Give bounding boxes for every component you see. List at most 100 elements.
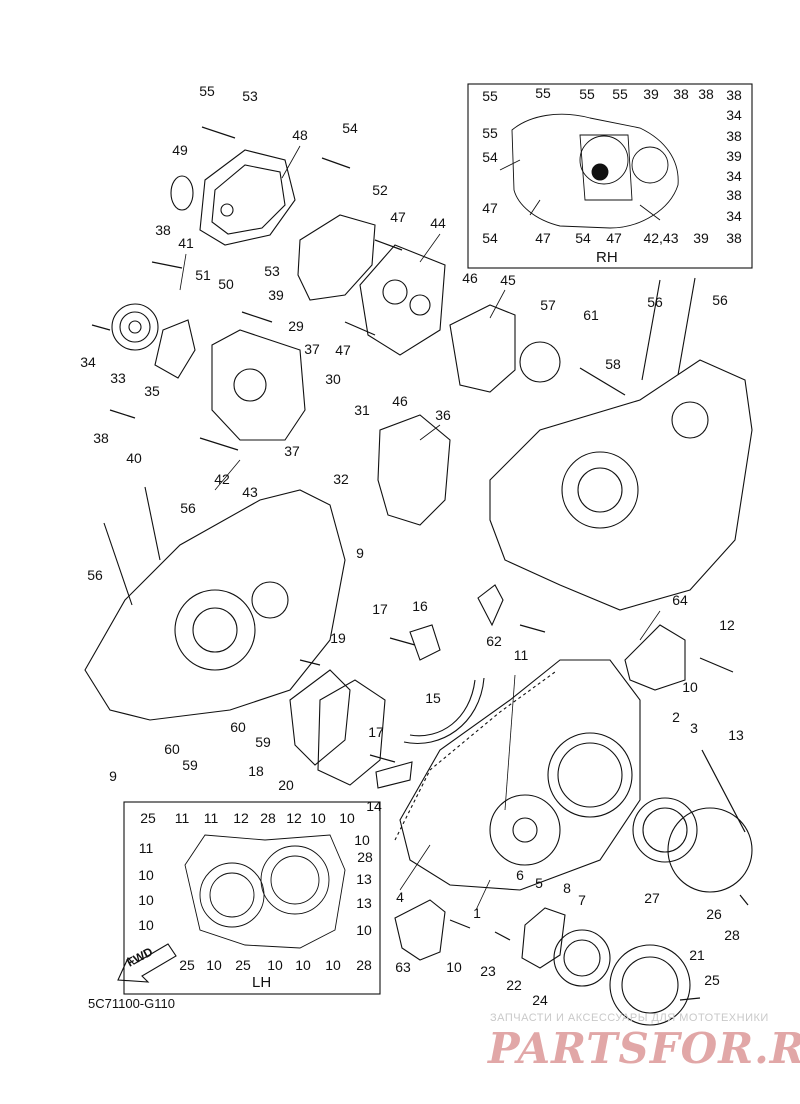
o-ring-57 bbox=[519, 341, 561, 383]
cover-21 bbox=[609, 944, 691, 1026]
lh-callout: 28 bbox=[356, 957, 372, 973]
part-callout: 59 bbox=[255, 734, 271, 750]
part-callout: 2 bbox=[672, 709, 680, 725]
part-49 bbox=[170, 175, 194, 211]
part-callout: 61 bbox=[583, 307, 599, 323]
plate-18 bbox=[289, 669, 351, 766]
crankcase-left bbox=[84, 489, 346, 721]
part-callout: 26 bbox=[706, 906, 722, 922]
part-callout: 6 bbox=[516, 867, 524, 883]
watermark-brand: PARTSFOR.RU bbox=[488, 1024, 800, 1073]
part-callout: 15 bbox=[425, 690, 441, 706]
part-callout: 58 bbox=[605, 356, 621, 372]
part-callout: 24 bbox=[532, 992, 548, 1008]
gasket-45 bbox=[449, 304, 516, 393]
rh-callout: 55 bbox=[612, 86, 628, 102]
fwd-arrow bbox=[117, 943, 177, 983]
rh-callout: 39 bbox=[726, 148, 742, 164]
lh-crankcase-sketch bbox=[184, 834, 346, 949]
lh-callout: 11 bbox=[139, 840, 154, 856]
lh-inset-frame bbox=[123, 801, 381, 995]
part-callout: 54 bbox=[342, 120, 358, 136]
part-callout: 55 bbox=[199, 83, 215, 99]
cover-26 bbox=[667, 807, 753, 893]
part-callout: 56 bbox=[712, 292, 728, 308]
part-callout: 4 bbox=[396, 889, 404, 905]
part-callout: 56 bbox=[647, 294, 663, 310]
guide-20 bbox=[317, 679, 386, 786]
rh-callout: 39 bbox=[643, 86, 659, 102]
part-62 bbox=[477, 584, 504, 627]
rh-crankcase-sketch bbox=[499, 113, 679, 229]
lh-callout: 10 bbox=[206, 957, 222, 973]
part-callout: 18 bbox=[248, 763, 264, 779]
part-callout: 32 bbox=[333, 471, 349, 487]
lh-inset-title: LH bbox=[252, 974, 271, 991]
lh-callout: 12 bbox=[286, 810, 302, 826]
stud-56d bbox=[103, 522, 133, 606]
part-callout: 23 bbox=[480, 963, 496, 979]
part-callout: 31 bbox=[354, 402, 370, 418]
part-callout: 47 bbox=[335, 342, 351, 358]
part-callout: 29 bbox=[288, 318, 304, 334]
part-callout: 47 bbox=[390, 209, 406, 225]
lh-callout: 11 bbox=[204, 810, 219, 826]
part-callout: 25 bbox=[704, 972, 720, 988]
part-callout: 35 bbox=[144, 383, 160, 399]
part-callout: 16 bbox=[412, 598, 428, 614]
part-callout: 37 bbox=[284, 443, 300, 459]
stud-56b bbox=[677, 277, 696, 376]
part-callout: 17 bbox=[368, 724, 384, 740]
rh-callout: 55 bbox=[579, 86, 595, 102]
part-callout: 13 bbox=[728, 727, 744, 743]
part-callout: 46 bbox=[462, 270, 478, 286]
part-callout: 10 bbox=[682, 679, 698, 695]
rh-callout: 34 bbox=[726, 208, 742, 224]
lh-callout: 10 bbox=[138, 867, 154, 883]
part-callout: 40 bbox=[126, 450, 142, 466]
lh-callout: 25 bbox=[179, 957, 195, 973]
part-callout: 44 bbox=[430, 215, 446, 231]
part-callout: 21 bbox=[689, 947, 705, 963]
part-24 bbox=[553, 929, 611, 987]
rh-callout: 38 bbox=[673, 86, 689, 102]
lh-callout: 11 bbox=[175, 810, 190, 826]
rh-callout: 55 bbox=[535, 85, 551, 101]
rh-callout: 54 bbox=[575, 230, 591, 246]
part-callout: 11 bbox=[514, 647, 529, 663]
gasket-36 bbox=[377, 414, 451, 526]
lh-callout: 10 bbox=[138, 892, 154, 908]
bracket-14 bbox=[375, 761, 413, 789]
part-callout: 57 bbox=[540, 297, 556, 313]
part-callout: 52 bbox=[372, 182, 388, 198]
part-callout: 60 bbox=[230, 719, 246, 735]
gasket-52 bbox=[297, 214, 376, 301]
part-callout: 56 bbox=[87, 567, 103, 583]
part-callout: 49 bbox=[172, 142, 188, 158]
part-callout: 56 bbox=[180, 500, 196, 516]
rh-callout: 34 bbox=[726, 168, 742, 184]
part-callout: 42 bbox=[214, 471, 230, 487]
part-35 bbox=[154, 319, 196, 379]
part-63 bbox=[394, 899, 446, 961]
part-callout: 53 bbox=[264, 263, 280, 279]
part-22 bbox=[521, 907, 566, 969]
lh-callout: 10 bbox=[354, 832, 370, 848]
part-callout: 20 bbox=[278, 777, 294, 793]
part-callout: 60 bbox=[164, 741, 180, 757]
part-callout: 63 bbox=[395, 959, 411, 975]
rh-inset-title: RH bbox=[596, 249, 618, 266]
rh-callout: 55 bbox=[482, 88, 498, 104]
part-callout: 8 bbox=[563, 880, 571, 896]
rh-callout: 34 bbox=[726, 107, 742, 123]
part-callout: 59 bbox=[182, 757, 198, 773]
part-callout: 34 bbox=[80, 354, 96, 370]
part-callout: 62 bbox=[486, 633, 502, 649]
lh-callout: 10 bbox=[267, 957, 283, 973]
lh-callout: 10 bbox=[310, 810, 326, 826]
part-callout: 22 bbox=[506, 977, 522, 993]
part-callout: 33 bbox=[110, 370, 126, 386]
rh-callout: 38 bbox=[726, 187, 742, 203]
